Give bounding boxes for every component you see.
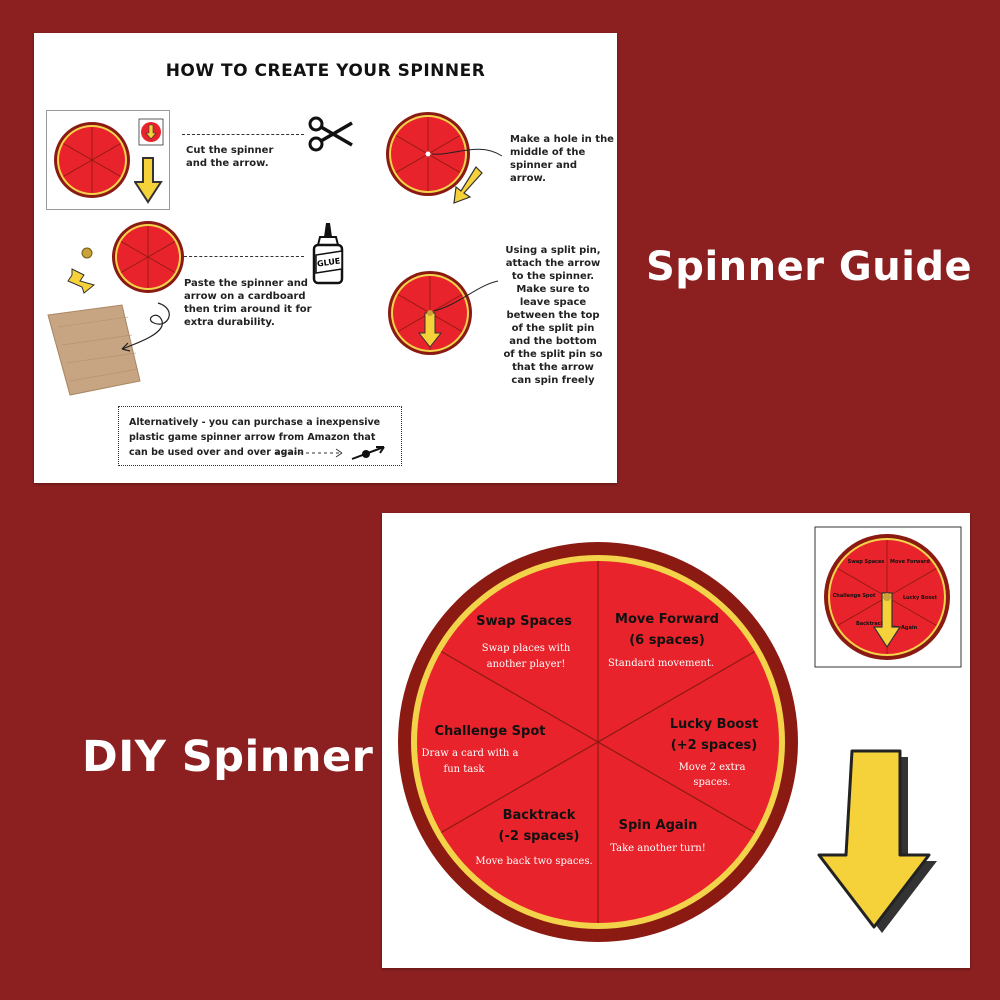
wedge-2-title-line1: Move Forward	[615, 612, 719, 627]
step4-text: Using a split pin, attach the arrow to t…	[503, 245, 603, 386]
wedge-3-title-line2: (+2 spaces)	[671, 738, 757, 753]
wedge-3-title-line1: Lucky Boost	[670, 717, 759, 732]
wedge-2-desc: Standard movement.	[608, 658, 714, 669]
svg-text:Swap Spaces: Swap Spaces	[848, 559, 885, 565]
wedge-3-desc-line2: spaces.	[693, 777, 730, 788]
wedge-1-desc-line2: another player!	[487, 659, 566, 670]
svg-text:Lucky Boost: Lucky Boost	[903, 595, 938, 601]
svg-text:Move Forward: Move Forward	[890, 559, 930, 565]
step4-spinner-icon	[388, 271, 499, 355]
wedge-1-desc-line1: Swap places with	[482, 643, 571, 654]
svg-text:Backtrack: Backtrack	[856, 621, 885, 627]
preview-spinner-icon: Swap Spaces Move Forward Lucky Boost Spi…	[824, 534, 950, 660]
yellow-arrow-icon	[134, 157, 163, 204]
step3-illustration	[47, 221, 184, 396]
wedge-5-desc: Move back two spaces.	[475, 856, 592, 867]
step1-text: Cut the spinner and the arrow.	[186, 145, 274, 169]
wedge-dividers	[440, 561, 756, 923]
svg-text:Spin Again: Spin Again	[887, 625, 918, 631]
step1-thumbnail	[46, 110, 170, 210]
diy-spinner-graphic: Swap Spaces Move Forward (6 spaces) Luck…	[398, 526, 962, 942]
spinner-guide-card: HOW TO CREATE YOUR SPINNER Cut the spinn…	[34, 33, 617, 483]
wedge-6-desc-line1: Draw a card with a	[422, 748, 519, 759]
dashed-line	[182, 134, 304, 135]
svg-text:Challenge Spot: Challenge Spot	[833, 593, 876, 599]
big-yellow-arrow-icon	[817, 749, 937, 933]
wedge-6-title: Challenge Spot	[434, 724, 545, 739]
diy-spinner-card: Swap Spaces Move Forward (6 spaces) Luck…	[382, 513, 970, 968]
diy-spinner-label: DIY Spinner	[82, 732, 374, 782]
glue-label: GLUE	[316, 256, 340, 268]
glue-bottle-icon: GLUE	[312, 223, 344, 285]
mini-spinner-icon	[54, 118, 164, 198]
dashed-line	[184, 256, 304, 257]
wedge-3-desc-line1: Move 2 extra	[679, 762, 746, 773]
step2-text: Make a hole in the middle of the spinner…	[510, 134, 614, 184]
wedge-6-desc-line2: fun task	[444, 764, 486, 775]
wedge-1-title: Swap Spaces	[476, 614, 572, 629]
spinner-guide-label: Spinner Guide	[646, 244, 973, 290]
spinner-arrow-icon	[276, 446, 385, 460]
alternative-note: Alternatively - you can purchase a inexp…	[118, 406, 402, 466]
guide-title: HOW TO CREATE YOUR SPINNER	[165, 61, 486, 81]
curved-arrow-icon	[121, 302, 170, 352]
scissors-icon	[308, 116, 353, 152]
step2-spinner-icon	[386, 112, 503, 204]
wedge-4-desc: Take another turn!	[610, 843, 705, 854]
wedge-5-title-line1: Backtrack	[503, 808, 576, 823]
wedge-4-title: Spin Again	[619, 818, 698, 833]
alternative-text: Alternatively - you can purchase a inexp…	[129, 417, 381, 458]
wedge-5-title-line2: (-2 spaces)	[499, 829, 580, 844]
step3-text: Paste the spinner and arrow on a cardboa…	[184, 278, 312, 328]
wedge-2-title-line2: (6 spaces)	[629, 633, 705, 648]
